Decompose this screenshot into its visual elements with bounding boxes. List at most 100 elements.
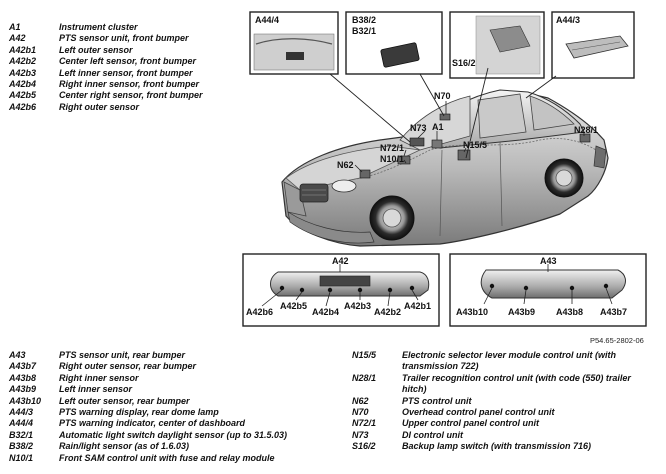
front-side-window [477, 93, 527, 139]
legend-code: N28/1 [352, 372, 377, 383]
dome-lamp-detail [571, 41, 621, 51]
label-a43b7: A43b7 [600, 307, 627, 317]
legend-row: N10/1 Front SAM control unit with fuse an… [9, 453, 339, 464]
legend-row: N15/5 Electronic selector lever module co… [352, 350, 652, 373]
label-n72-1: N72/1 [380, 143, 404, 153]
legend-code: B38/2 [9, 441, 34, 452]
legend-description: PTS control unit [402, 395, 472, 406]
legend-code: A43b10 [9, 395, 42, 406]
leader-n15-5 [463, 147, 467, 153]
sensor-a42b6 [279, 285, 285, 291]
legend-code: A42b2 [9, 56, 37, 67]
label-a42b4: A42b4 [312, 307, 339, 317]
leader-a42b5 [295, 291, 303, 301]
windshield [399, 95, 471, 151]
legend-row: A43b10 Left outer sensor, rear bumper [9, 396, 339, 407]
light-sensor-module-shape [380, 42, 420, 68]
legend-code: A42b1 [9, 44, 37, 55]
leader-n72-1 [403, 149, 407, 157]
legend-code: A43b9 [9, 384, 37, 395]
legend-code: A43b8 [9, 372, 37, 383]
label-a43b9: A43b9 [508, 307, 535, 317]
legend-code: A43 [9, 350, 26, 360]
legend-description: Electronic selector lever module control… [402, 350, 617, 372]
legend-code: N10/1 [9, 452, 34, 463]
label-a43: A43 [540, 256, 557, 266]
legend-code: N73 [352, 429, 369, 440]
rear-dome-lamp-shape [565, 35, 629, 59]
label-a43b8: A43b8 [556, 307, 583, 317]
legend-code: B32/1 [9, 429, 34, 440]
front-bumper-on-car [287, 211, 375, 244]
door-line [499, 141, 503, 227]
legend-description: Upper control panel control unit [402, 418, 539, 429]
leader-a43b9 [523, 289, 527, 305]
backup-lamp-switch-shape [489, 25, 531, 53]
leader-s16-2 [465, 67, 489, 159]
legend-description: Instrument cluster [59, 22, 138, 32]
label-a42b6: A42b6 [246, 307, 273, 317]
legend-code: A44/3 [9, 407, 34, 418]
legend-code: A42b4 [9, 79, 37, 90]
leader-n73 [417, 130, 426, 139]
legend-description: Front SAM control unit with fuse and rel… [59, 452, 275, 463]
legend-code: A43b7 [9, 361, 37, 372]
leader-a43b7 [605, 287, 613, 305]
inset-a44-4-photo [253, 33, 335, 71]
hood [285, 145, 422, 191]
leader-a42b6 [261, 289, 283, 307]
legend-description: Right inner sensor, front bumper [59, 79, 200, 90]
label-a42b3: A42b3 [344, 301, 371, 311]
sensor-a42b5 [299, 287, 305, 293]
legend-description: Right outer sensor [59, 101, 140, 112]
label-b32-1: B32/1 [352, 26, 376, 36]
sensor-a43b7 [603, 283, 609, 289]
wiring-harness [349, 138, 597, 181]
label-n73: N73 [410, 123, 427, 133]
legend-description: Left inner sensor, front bumper [59, 67, 193, 78]
legend-code: N70 [352, 407, 369, 418]
legend-code: N62 [352, 395, 369, 406]
label-a42b2: A42b2 [374, 307, 401, 317]
leader-a44-3 [525, 75, 557, 99]
leader-a44-4 [329, 73, 411, 143]
legend-code: A1 [9, 22, 21, 32]
label-a42b1: A42b1 [404, 301, 431, 311]
car-illustration [281, 89, 609, 247]
sensor-a42b3 [357, 287, 363, 293]
legend-description: PTS sensor unit, front bumper [59, 33, 189, 44]
legend-description: Center right sensor, front bumper [59, 90, 203, 101]
legend-description: Left outer sensor, rear bumper [59, 395, 190, 406]
rear-wheel-hub [555, 169, 573, 187]
legend-description: PTS sensor unit, rear bumper [59, 350, 186, 360]
leader-a42b4 [325, 291, 331, 307]
legend-bottom-right: N15/5 Electronic selector lever module co… [352, 350, 652, 453]
label-n10-1: N10/1 [380, 154, 404, 164]
legend-row: A1 Instrument cluster [9, 22, 205, 33]
legend-code: N15/5 [352, 350, 377, 360]
label-s16-2: S16/2 [452, 58, 476, 68]
sensor-a42b2 [387, 287, 393, 293]
leader-a43b10 [483, 287, 493, 305]
leader-b38-2 [419, 73, 445, 117]
rear-side-window [529, 95, 575, 131]
n15-5-module-marker [457, 149, 471, 161]
front-bumper-plate [319, 275, 371, 287]
headlight [331, 179, 357, 193]
legend-row: A42b4 Right inner sensor, front bumper [9, 79, 205, 90]
legend-code: S16/2 [352, 441, 376, 452]
sensor-a43b10 [489, 283, 495, 289]
